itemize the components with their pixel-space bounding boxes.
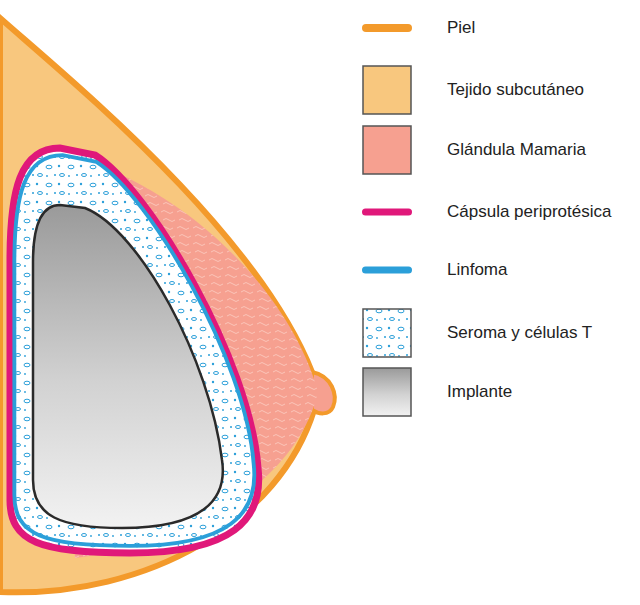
legend-box-sample [363, 309, 411, 357]
legend-label: Implante [447, 382, 512, 402]
legend-swatch [363, 66, 411, 114]
legend-line-sample [362, 24, 412, 32]
legend-label: Seroma y células T [447, 323, 592, 343]
legend-label: Tejido subcutáneo [447, 80, 584, 100]
legend-label: Cápsula periprotésica [447, 202, 611, 222]
legend-label: Glándula Mamaria [447, 140, 586, 160]
legend-label: Piel [447, 18, 475, 38]
legend-line-sample [362, 209, 412, 216]
legend-label: Linfoma [447, 260, 507, 280]
legend-swatch [363, 126, 411, 174]
legend-line-sample [362, 267, 412, 274]
legend-box-sample [363, 368, 411, 416]
